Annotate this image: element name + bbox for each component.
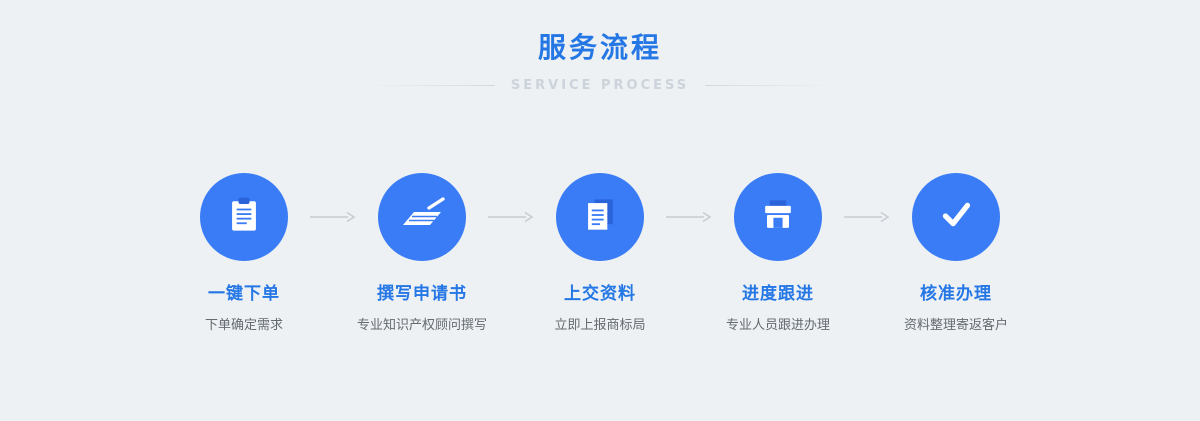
section-header: 服务流程 SERVICE PROCESS — [0, 0, 1200, 93]
step-write-application: 撰写申请书 专业知识产权顾问撰写 — [356, 173, 488, 333]
arrow-right-icon — [666, 211, 712, 223]
clipboard-icon — [222, 193, 266, 241]
documents-icon — [578, 193, 622, 241]
process-flow: 一键下单 下单确定需求 撰写申请书 专业知识产权顾问撰写 — [0, 173, 1200, 333]
storefront-icon — [756, 193, 800, 241]
step-title: 核准办理 — [920, 284, 992, 304]
step-title: 撰写申请书 — [377, 284, 467, 304]
step-title: 一键下单 — [208, 284, 280, 304]
checkmark-icon — [933, 192, 979, 242]
step-submit-materials: 上交资料 立即上报商标局 — [534, 173, 666, 333]
step-circle — [912, 173, 1000, 261]
step-progress-follow-up: 进度跟进 专业人员跟进办理 — [712, 173, 844, 333]
step-approval: 核准办理 资料整理寄返客户 — [890, 173, 1022, 333]
decorative-line-left — [366, 85, 495, 86]
step-circle — [200, 173, 288, 261]
subtitle-row: SERVICE PROCESS — [0, 78, 1200, 93]
step-circle — [378, 173, 466, 261]
arrow-right-icon — [310, 211, 356, 223]
arrow-right-icon — [844, 211, 890, 223]
keyboard-pen-icon — [398, 191, 446, 243]
page-subtitle: SERVICE PROCESS — [510, 78, 690, 93]
step-desc: 立即上报商标局 — [554, 318, 646, 333]
step-desc: 专业知识产权顾问撰写 — [356, 318, 487, 333]
step-desc: 资料整理寄返客户 — [903, 318, 1008, 333]
step-desc: 下单确定需求 — [204, 318, 283, 333]
step-desc: 专业人员跟进办理 — [725, 318, 830, 333]
step-title: 上交资料 — [564, 284, 636, 304]
step-circle — [734, 173, 822, 261]
page-title: 服务流程 — [537, 31, 662, 64]
step-title: 进度跟进 — [742, 284, 814, 304]
decorative-line-right — [705, 85, 834, 86]
step-order: 一键下单 下单确定需求 — [178, 173, 310, 333]
arrow-right-icon — [488, 211, 534, 223]
step-circle — [556, 173, 644, 261]
